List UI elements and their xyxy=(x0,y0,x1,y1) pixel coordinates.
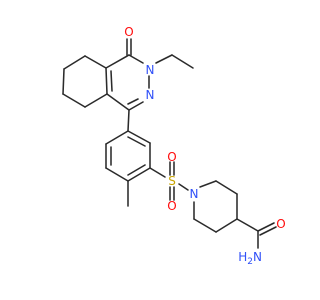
nitrogen-atom-ethyl: N xyxy=(146,63,155,77)
molecule-structure: O N N S O O N O H2N xyxy=(62,25,286,267)
bond xyxy=(84,55,107,69)
atom-labels: O N N S O O N O H2N xyxy=(124,25,285,267)
nitrogen-atom-piperidine: N xyxy=(190,187,199,201)
bond xyxy=(215,180,238,195)
bond xyxy=(105,67,108,95)
bond xyxy=(63,55,86,70)
bond xyxy=(259,226,277,236)
bond xyxy=(236,218,259,232)
structure-canvas: O N N S O O N O H2N xyxy=(62,25,286,267)
bond xyxy=(105,54,130,69)
amide-nitrogen-group: H2N xyxy=(238,250,262,267)
oxygen-atom-sulfonyl-bottom: O xyxy=(167,199,176,213)
amide-nitrogen-label: N xyxy=(253,250,262,264)
oxygen-atom-amide: O xyxy=(276,217,285,231)
bond xyxy=(62,93,86,108)
bond xyxy=(171,54,194,69)
oxygen-atom-carbonyl: O xyxy=(124,25,133,39)
nitrogen-atom-ring: N xyxy=(146,88,155,102)
bond xyxy=(127,130,151,144)
sulfur-atom: S xyxy=(168,174,176,188)
amide-hydrogen-label: H xyxy=(238,250,247,264)
bonds xyxy=(62,38,277,249)
bond xyxy=(155,54,173,64)
bond xyxy=(84,93,108,108)
amide-hydrogen-count: 2 xyxy=(247,257,253,267)
bond xyxy=(127,136,146,147)
oxygen-atom-sulfonyl-top: O xyxy=(167,150,176,164)
bond xyxy=(178,183,189,191)
bond xyxy=(127,167,151,182)
bond xyxy=(105,130,129,145)
bond xyxy=(128,101,144,111)
bond xyxy=(128,54,144,64)
bond xyxy=(106,93,130,111)
bond xyxy=(110,70,113,92)
bond xyxy=(149,167,166,178)
bond xyxy=(215,218,238,233)
bond xyxy=(127,164,146,176)
bond xyxy=(62,68,65,95)
bond xyxy=(193,218,217,233)
bond xyxy=(127,98,139,105)
bond xyxy=(199,180,217,188)
bond xyxy=(105,167,129,182)
bond xyxy=(257,222,275,232)
bond xyxy=(127,109,130,132)
